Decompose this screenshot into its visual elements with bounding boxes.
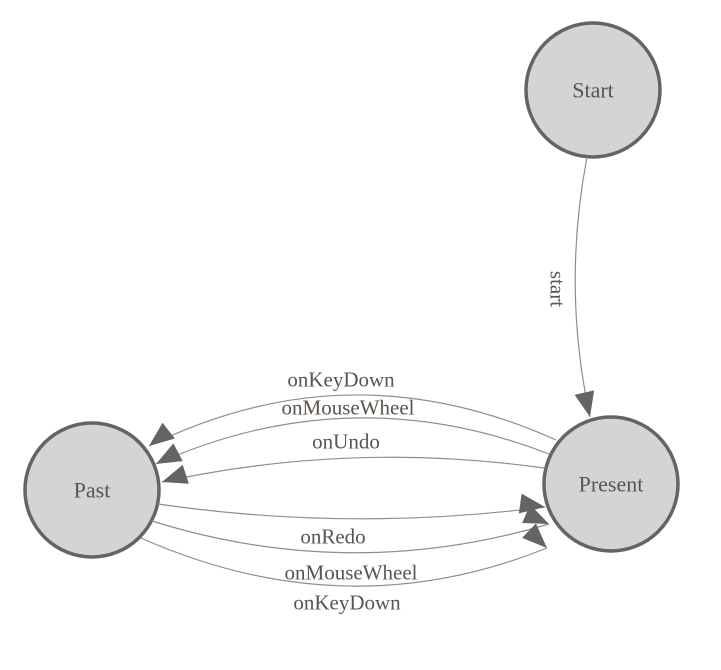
- transition-edge-past-to-present-onredo[interactable]: onRedo: [157, 493, 547, 549]
- arrowhead-icon[interactable]: [518, 493, 547, 517]
- transition-path-past-to-present-onmousewheel[interactable]: [151, 520, 550, 554]
- state-node-past[interactable]: Past: [23, 421, 161, 559]
- transition-path-present-to-past-onundo[interactable]: [161, 456, 545, 483]
- transition-label-present-to-past-onkeydown: onKeyDown: [287, 367, 395, 391]
- state-label-present: Present: [579, 472, 644, 497]
- state-circle-past[interactable]: [23, 421, 161, 559]
- transition-path-past-to-present-onkeydown[interactable]: [140, 537, 548, 587]
- state-label-start: Start: [572, 78, 614, 103]
- state-label-past: Past: [74, 478, 111, 503]
- arrowhead-icon[interactable]: [574, 390, 600, 419]
- arrowhead-icon[interactable]: [522, 523, 554, 555]
- transition-edge-present-to-past-onkeydown[interactable]: onKeyDown: [143, 367, 557, 454]
- transition-label-present-to-past-onmousewheel: onMouseWheel: [282, 395, 415, 419]
- state-circle-present[interactable]: [542, 415, 680, 553]
- arrowhead-icon[interactable]: [159, 464, 189, 492]
- transition-path-start-to-present[interactable]: [574, 156, 591, 418]
- arrowhead-icon[interactable]: [151, 443, 183, 472]
- transition-path-present-to-past-onmousewheel[interactable]: [155, 417, 550, 465]
- state-circle-start[interactable]: [524, 21, 662, 159]
- transition-edge-start-to-present[interactable]: start: [546, 156, 600, 419]
- arrowhead-icon[interactable]: [522, 504, 553, 533]
- transition-edge-present-to-past-onmousewheel[interactable]: onMouseWheel: [151, 395, 550, 472]
- state-node-present[interactable]: Present: [542, 415, 680, 553]
- transition-label-start-to-present: start: [546, 271, 570, 307]
- transition-label-past-to-present-onmousewheel: onMouseWheel: [285, 560, 418, 584]
- transition-label-past-to-present-onredo: onRedo: [300, 524, 365, 548]
- transition-path-present-to-past-onkeydown[interactable]: [148, 394, 557, 447]
- state-node-start[interactable]: Start: [524, 21, 662, 159]
- transition-edge-past-to-present-onmousewheel[interactable]: onMouseWheel: [151, 504, 553, 585]
- transition-edge-present-to-past-onundo[interactable]: onUndo: [159, 429, 545, 492]
- transition-edge-past-to-present-onkeydown[interactable]: onKeyDown: [140, 523, 554, 614]
- arrowhead-icon[interactable]: [143, 422, 175, 454]
- transition-label-present-to-past-onundo: onUndo: [312, 429, 380, 453]
- transition-path-past-to-present-onredo[interactable]: [157, 503, 546, 520]
- transition-label-past-to-present-onkeydown: onKeyDown: [293, 590, 401, 614]
